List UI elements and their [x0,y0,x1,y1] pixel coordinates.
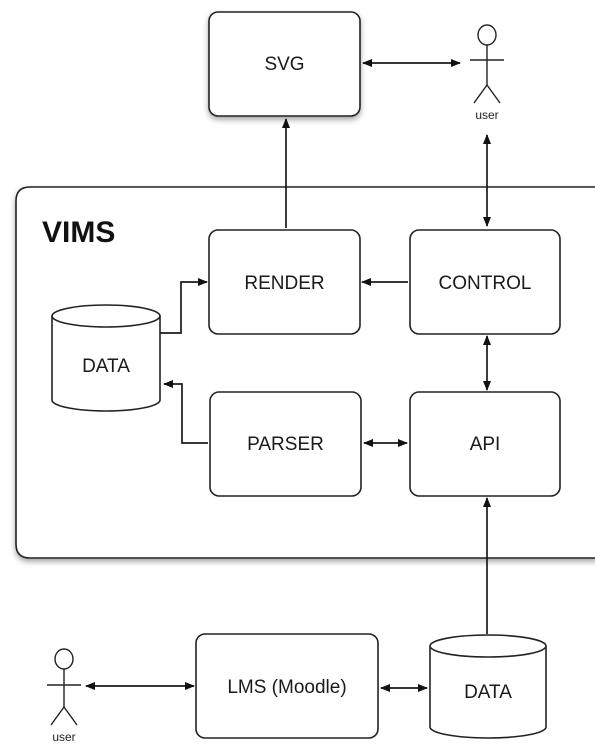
data-external-cylinder: DATA [429,634,547,739]
edge-data-to-render [160,278,208,334]
data-external-top [429,634,547,658]
control-node: CONTROL [409,229,561,335]
data-external-body [429,646,547,739]
edge-parser-to-data [163,380,208,444]
data-internal-top [51,304,161,328]
data-internal-body [51,316,161,412]
lms-node-box [195,633,379,739]
data-internal-cylinder: DATA [51,304,161,412]
top-user-icon [470,24,504,104]
render-node-label: RENDER [244,273,324,294]
svg-node: SVG [208,11,361,117]
data-external-label: DATA [464,682,512,703]
control-node-box [409,229,561,335]
api-node: API [409,391,561,497]
connections [85,59,491,692]
data-internal-label: DATA [82,356,130,377]
parser-node-box [209,391,362,497]
parser-node: PARSER [209,391,362,497]
bottom-user-actor: user [47,648,81,744]
lms-node: LMS (Moodle) [195,633,379,739]
bottom-user-label: user [52,730,75,744]
api-node-label: API [470,434,501,455]
api-node-box [409,391,561,497]
svg-node-box [208,11,361,117]
bottom-user-icon [47,648,81,726]
render-node: RENDER [208,229,361,335]
control-node-label: CONTROL [439,273,532,294]
parser-node-label: PARSER [247,434,324,455]
vims-title: VIMS [42,216,115,249]
render-node-box [208,229,361,335]
top-user-label: user [475,108,498,122]
lms-node-label: LMS (Moodle) [227,677,346,698]
top-user-actor: user [470,24,504,122]
svg-node-label: SVG [264,54,304,75]
